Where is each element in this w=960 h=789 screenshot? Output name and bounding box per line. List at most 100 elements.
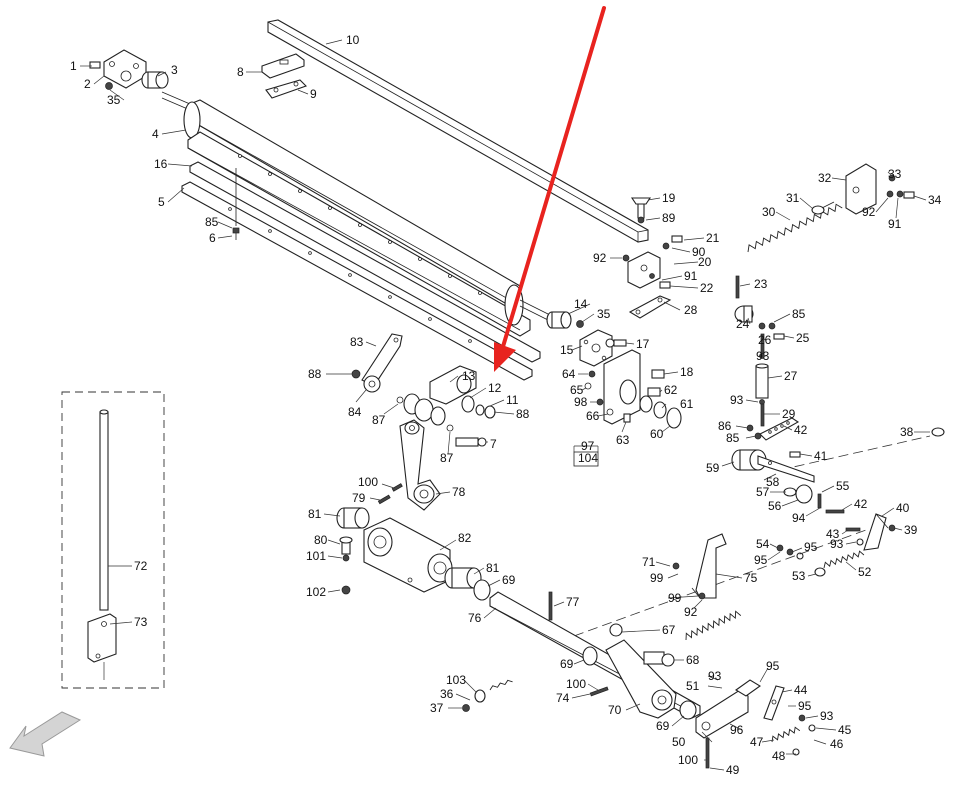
- bearing-plate-part-15: [579, 329, 613, 367]
- part-label-78: 78: [452, 485, 466, 499]
- inset-frame: [61, 391, 165, 689]
- part-label-4: 4: [152, 127, 159, 141]
- part-label-93: 93: [708, 669, 722, 683]
- plate-part-42: [759, 417, 801, 458]
- part-label-96: 96: [730, 723, 744, 737]
- pins-part-79: [377, 483, 403, 505]
- part-label-26: 26: [758, 333, 772, 347]
- part-label-82: 82: [458, 531, 472, 545]
- rod-group-27: [734, 275, 785, 440]
- eye-bolt-part-31: [811, 201, 835, 215]
- part-label-65: 65: [570, 383, 584, 397]
- part-label-91: 91: [684, 269, 698, 283]
- part-label-27: 27: [784, 369, 798, 383]
- part-label-66: 66: [586, 409, 600, 423]
- part-label-39: 39: [904, 523, 918, 537]
- part-label-29: 29: [782, 407, 796, 421]
- end-bearing-part-2: [89, 49, 147, 90]
- leader-lines: [80, 39, 930, 771]
- flat-bar-part-5: [181, 181, 533, 381]
- part-label-98: 98: [574, 395, 588, 409]
- part-label-95: 95: [754, 553, 768, 567]
- bushing-part-14: [546, 311, 584, 329]
- part-label-61: 61: [680, 397, 694, 411]
- part-label-72: 72: [134, 559, 148, 573]
- part-label-34: 34: [928, 193, 942, 207]
- part-label-55: 55: [836, 479, 850, 493]
- part-label-20: 20: [698, 255, 712, 269]
- part-label-41: 41: [814, 449, 828, 463]
- part-label-99: 99: [668, 591, 682, 605]
- part-label-92: 92: [862, 205, 876, 219]
- rod-part-38: [779, 427, 945, 471]
- part-label-36: 36: [440, 687, 454, 701]
- part-label-76: 76: [468, 611, 482, 625]
- part-label-89: 89: [662, 211, 676, 225]
- part-label-11: 11: [506, 393, 519, 407]
- part-label-97: 97: [581, 439, 595, 453]
- part-label-95: 95: [766, 659, 780, 673]
- bushing-part-81b: [444, 567, 491, 601]
- part-label-24: 24: [736, 317, 750, 331]
- part-label-79: 79: [352, 491, 366, 505]
- part-label-15: 15: [560, 343, 574, 357]
- link-part-50: [695, 679, 762, 769]
- bracket-part-8: [261, 53, 305, 79]
- part-label-28: 28: [684, 303, 698, 317]
- part-label-100: 100: [358, 475, 378, 489]
- part-label-69: 69: [560, 657, 574, 671]
- part-label-95: 95: [798, 699, 812, 713]
- part-label-45: 45: [838, 723, 852, 737]
- part-label-30: 30: [762, 205, 776, 219]
- part-label-44: 44: [794, 683, 808, 697]
- part-label-64: 64: [562, 367, 576, 381]
- part-label-17: 17: [636, 337, 650, 351]
- roller-part-59: [731, 449, 822, 509]
- part-label-69: 69: [502, 573, 516, 587]
- label-box-97-104: [573, 445, 599, 467]
- part-label-9: 9: [310, 87, 317, 101]
- bracket-part-44: [763, 685, 785, 721]
- bracket-part-32: [845, 163, 915, 215]
- part-label-54: 54: [756, 537, 770, 551]
- part-label-93: 93: [820, 709, 834, 723]
- part-label-47: 47: [750, 735, 764, 749]
- part-label-8: 8: [237, 65, 244, 79]
- part-label-46: 46: [830, 737, 844, 751]
- direction-arrow-icon: [9, 711, 82, 757]
- spring-part-30: [747, 203, 843, 253]
- part-label-93: 93: [830, 537, 844, 551]
- housing-part-82: [363, 517, 453, 593]
- part-label-21: 21: [706, 231, 720, 245]
- part-label-25: 25: [796, 331, 810, 345]
- part-label-35: 35: [107, 93, 121, 107]
- part-label-84: 84: [348, 405, 362, 419]
- part-label-23: 23: [754, 277, 768, 291]
- axle-group-12: [396, 365, 496, 447]
- part-label-51: 51: [686, 679, 700, 693]
- part-label-58: 58: [766, 475, 780, 489]
- part-label-31: 31: [786, 191, 800, 205]
- pin-part-103: [462, 679, 609, 712]
- part-label-71: 71: [642, 555, 656, 569]
- part-label-92: 92: [593, 251, 607, 265]
- part-label-2: 2: [84, 77, 91, 91]
- part-label-59: 59: [706, 461, 720, 475]
- part-label-103: 103: [446, 673, 466, 687]
- part-label-13: 13: [462, 369, 476, 383]
- part-label-86: 86: [718, 419, 732, 433]
- part-label-6: 6: [209, 231, 216, 245]
- part-label-100: 100: [678, 753, 698, 767]
- bracket-part-75: [672, 533, 727, 600]
- part-label-93: 93: [730, 393, 744, 407]
- part-label-87: 87: [372, 413, 386, 427]
- plate-part-9: [265, 79, 308, 99]
- part-label-5: 5: [158, 195, 165, 209]
- part-label-42: 42: [794, 423, 808, 437]
- bushing-part-81: [336, 507, 370, 529]
- part-label-52: 52: [858, 565, 872, 579]
- part-label-60: 60: [650, 427, 664, 441]
- part-label-75: 75: [744, 571, 758, 585]
